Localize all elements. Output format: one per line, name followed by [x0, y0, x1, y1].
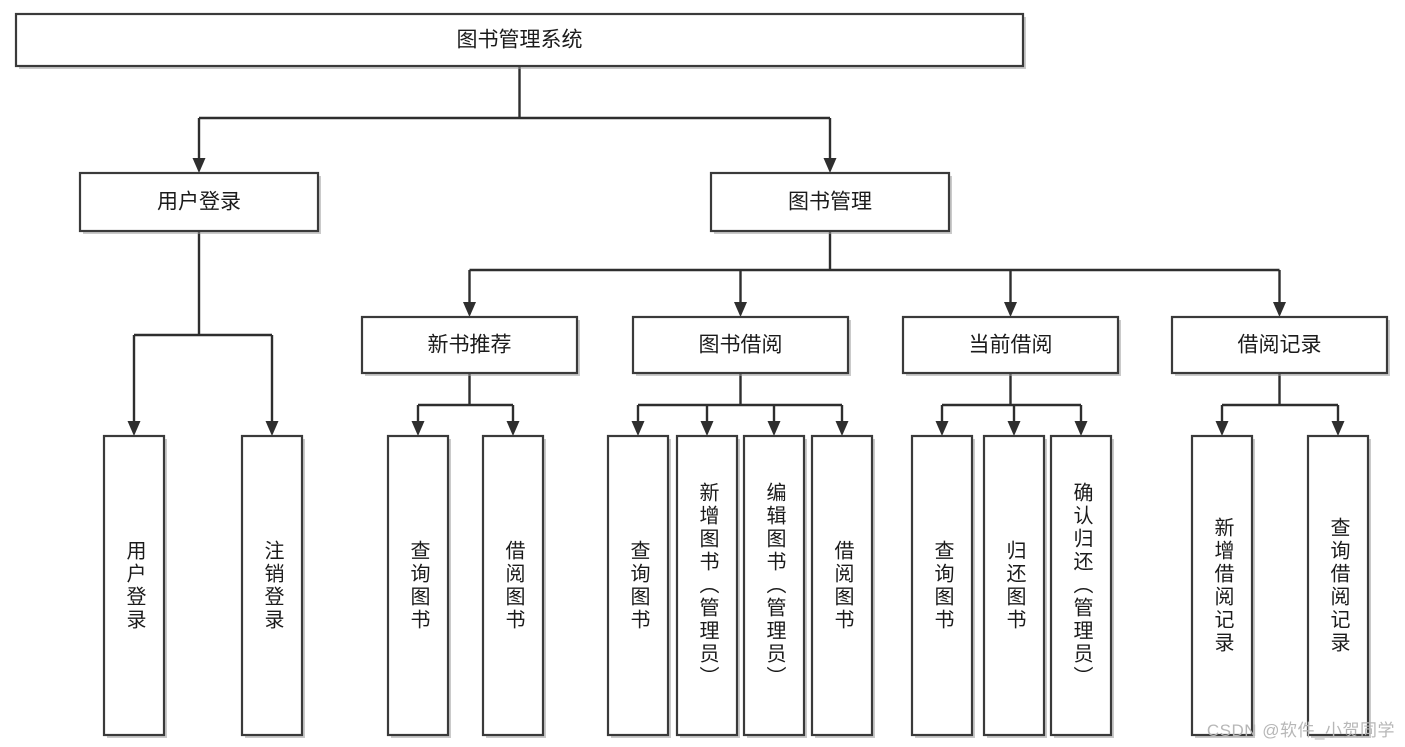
node-查询图书-box[interactable] [386, 434, 450, 737]
arrow-head-icon [1007, 421, 1021, 436]
node-图书借阅-box[interactable] [631, 315, 850, 375]
arrow-head-icon [935, 421, 949, 436]
node-确认归还管理员-box[interactable] [1049, 434, 1113, 737]
node-label: 新书推荐 [428, 334, 512, 357]
arrow-head-icon [700, 421, 714, 436]
watermark-text: CSDN @软件_小贺同学 [1206, 721, 1395, 740]
arrow-head-icon [734, 302, 747, 317]
node-新书推荐-box[interactable] [360, 315, 579, 375]
arrow-head-icon [265, 421, 279, 436]
connectors-layer [127, 66, 1345, 436]
arrow-head-icon [767, 421, 781, 436]
node-图书管理系统-box[interactable] [14, 12, 1025, 68]
node-编辑图书管理员-box[interactable] [742, 434, 806, 737]
arrow-head-icon [1273, 302, 1286, 317]
arrow-head-icon [1004, 302, 1017, 317]
node-label: 用户登录 [157, 191, 241, 214]
node-label: 图书管理 [788, 191, 872, 214]
node-新增借阅记录-box[interactable] [1190, 434, 1254, 737]
node-查询借阅记录-box[interactable] [1306, 434, 1370, 737]
node-新增图书管理员-box[interactable] [675, 434, 739, 737]
arrow-head-icon [835, 421, 849, 436]
boxes-layer [14, 12, 1390, 738]
node-归还图书-box[interactable] [982, 434, 1046, 737]
node-用户登录-box[interactable] [78, 171, 320, 233]
arrow-head-icon [506, 421, 520, 436]
arrow-head-icon [411, 421, 425, 436]
arrow-head-icon [823, 158, 837, 173]
arrow-head-icon [631, 421, 645, 436]
node-借阅记录-box[interactable] [1170, 315, 1389, 375]
arrow-head-icon [127, 421, 141, 436]
node-用户登录-box[interactable] [102, 434, 166, 737]
node-当前借阅-box[interactable] [901, 315, 1120, 375]
arrow-head-icon [463, 302, 476, 317]
node-label: 当前借阅 [969, 334, 1053, 357]
node-label: 图书借阅 [699, 334, 783, 357]
node-借阅图书-box[interactable] [810, 434, 874, 737]
arrow-head-icon [1074, 421, 1088, 436]
node-查询图书-box[interactable] [910, 434, 974, 737]
arrow-head-icon [192, 158, 206, 173]
node-label: 图书管理系统 [457, 29, 583, 52]
node-图书管理-box[interactable] [709, 171, 951, 233]
arrow-head-icon [1215, 421, 1229, 436]
node-借阅图书-box[interactable] [481, 434, 545, 737]
arrow-head-icon [1331, 421, 1345, 436]
node-注销登录-box[interactable] [240, 434, 304, 737]
node-label: 借阅记录 [1238, 334, 1322, 357]
node-查询图书-box[interactable] [606, 434, 670, 737]
